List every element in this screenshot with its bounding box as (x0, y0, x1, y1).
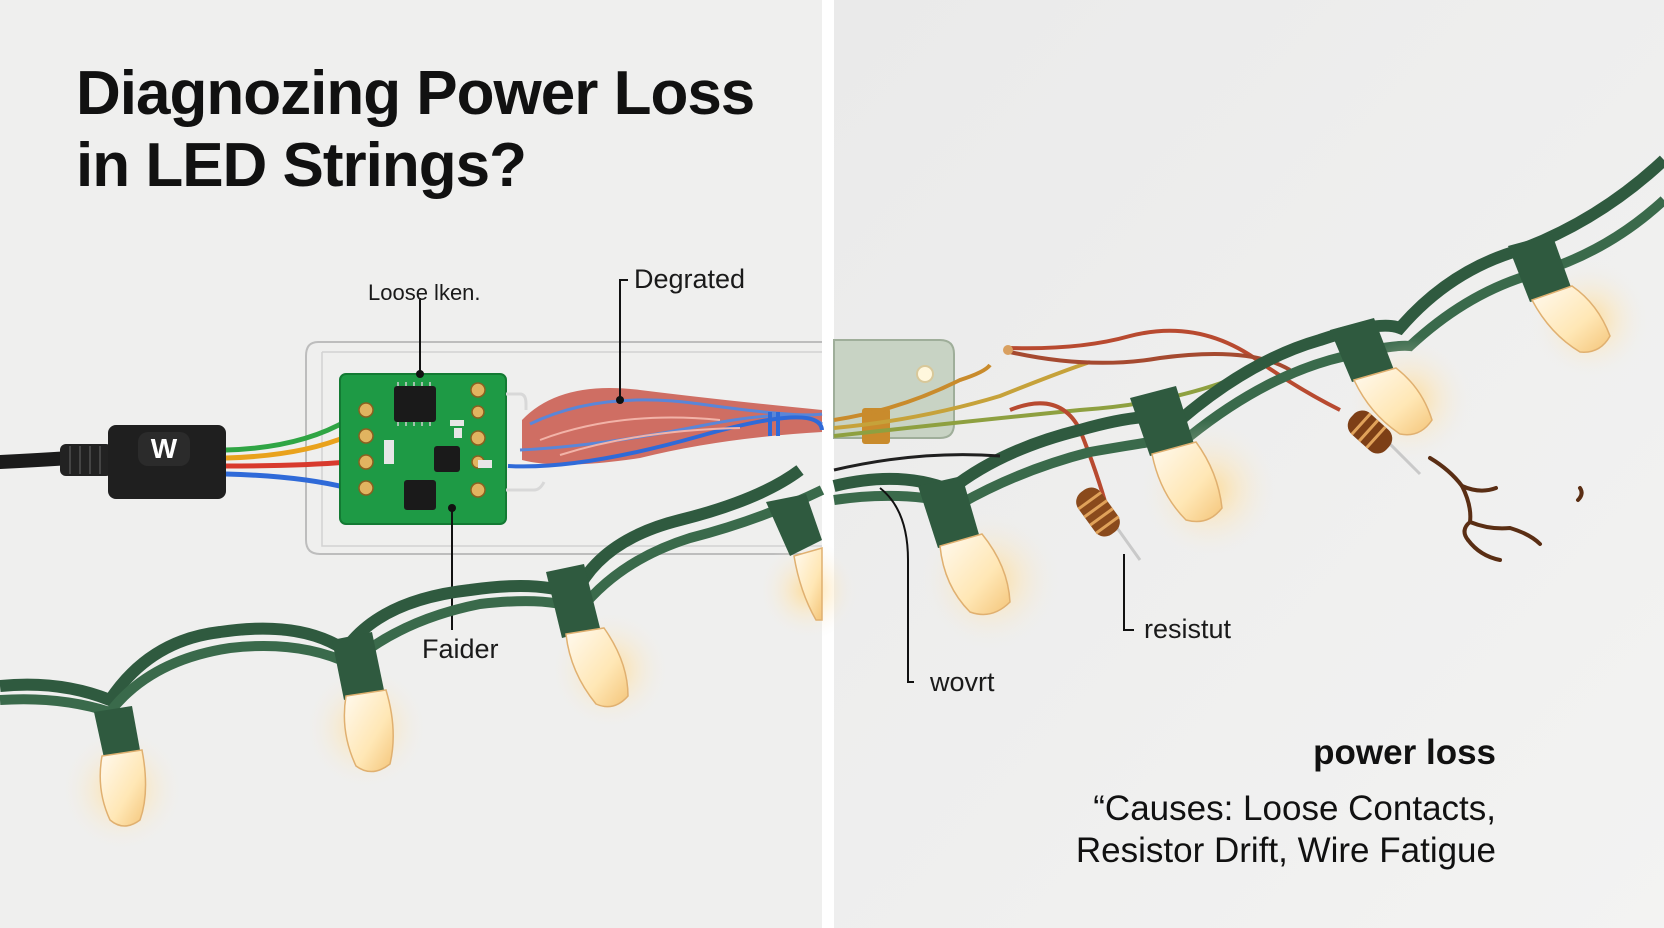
right-bulb-4 (1508, 234, 1650, 380)
panel-divider (822, 0, 834, 928)
causes-text: “Causes: Loose Contacts, Resistor Drift,… (1076, 788, 1496, 872)
causes-line-1: “Causes: Loose Contacts, (1093, 789, 1496, 828)
causes-line-2: Resistor Drift, Wire Fatigue (1075, 831, 1496, 870)
resistor-2 (1347, 410, 1422, 476)
page-title: Diagnozing Power Loss in LED Strings? (76, 58, 755, 202)
right-bulb-2 (1130, 386, 1280, 560)
right-bulb-3 (1330, 318, 1474, 464)
left-bulb-4 (758, 494, 858, 640)
burnt-wire-fragments (1428, 456, 1584, 562)
label-faider: Faider (422, 634, 499, 664)
right-panel-art (832, 155, 1664, 683)
connector-letter-badge: W (138, 432, 190, 466)
crimp-connector (862, 408, 890, 444)
left-bulb-3 (546, 564, 670, 730)
cable-strain-relief (60, 444, 112, 476)
label-wire: wovrt (930, 667, 995, 697)
label-loose: Loose lken. (368, 280, 481, 305)
right-bulb-1 (918, 476, 1060, 650)
label-degraded: Degrated (634, 264, 746, 294)
title-line-2: in LED Strings? (76, 131, 527, 200)
resistor-1 (1076, 487, 1142, 561)
left-bulb-1 (60, 706, 184, 852)
title-line-1: Diagnozing Power Loss (76, 59, 755, 128)
left-bulb-2 (304, 632, 428, 790)
left-panel-art (0, 279, 858, 852)
label-resistor: resistut (1144, 614, 1232, 644)
power-loss-heading: power loss (1313, 733, 1496, 772)
